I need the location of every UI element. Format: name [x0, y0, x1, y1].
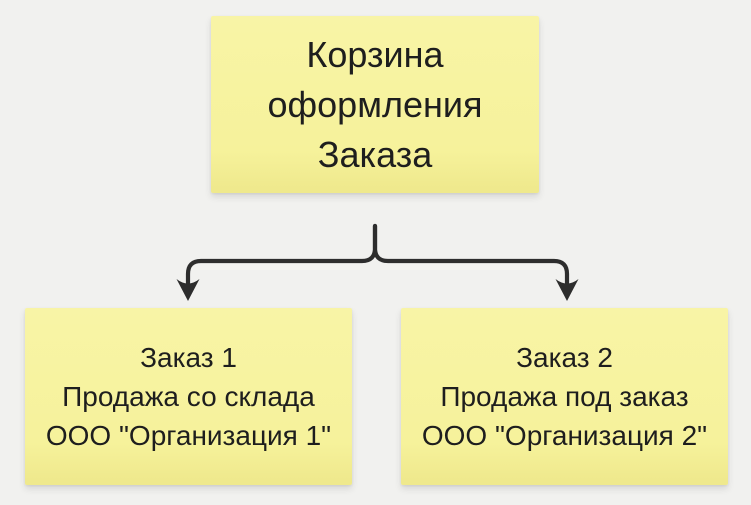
- node-text-line: ООО "Организация 1": [45, 420, 332, 451]
- node-order-basket: Корзина оформления Заказа: [211, 16, 539, 193]
- node-text-line: Корзина: [306, 33, 444, 75]
- node-order-1: Заказ 1 Продажа со склада ООО "Организац…: [25, 308, 352, 485]
- arrowhead-down-right-icon: [555, 279, 579, 301]
- node-text-line: Заказ 1: [140, 342, 237, 373]
- node-text-line: Продажа под заказ: [440, 381, 689, 412]
- node-text-line: ООО "Организация 2": [421, 420, 708, 451]
- node-text-line: оформления: [267, 83, 483, 125]
- arrowhead-down-left-icon: [176, 279, 200, 301]
- node-text-line: Продажа со склада: [62, 381, 315, 412]
- connector-line-left: [185, 223, 378, 287]
- node-order-2: Заказ 2 Продажа под заказ ООО "Организац…: [401, 308, 728, 485]
- connector-line-right: [372, 223, 570, 287]
- node-text-line: Заказ 2: [516, 342, 613, 373]
- node-text-line: Заказа: [317, 133, 433, 175]
